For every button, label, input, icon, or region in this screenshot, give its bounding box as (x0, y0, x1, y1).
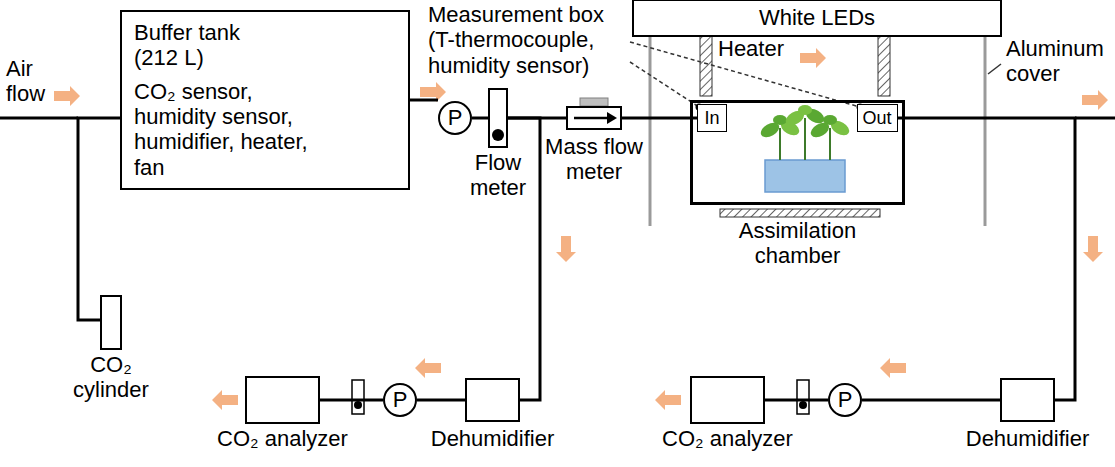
part-label: Dehumidifier (431, 426, 555, 451)
part-label: Dehumidifier (966, 426, 1090, 451)
pipe-connector (472, 117, 488, 120)
flow-arrow (556, 236, 576, 262)
pump: P (383, 383, 417, 417)
flow-arrow (415, 358, 441, 378)
pipe-connector (898, 118, 1076, 400)
heater (700, 34, 712, 96)
measurement-box: In (697, 104, 727, 132)
measurement-box: Out (857, 104, 898, 132)
leaf (798, 105, 812, 115)
flow-meter (352, 380, 364, 414)
pipe-connector (862, 399, 1000, 402)
leaf (773, 115, 787, 125)
pump-outline (439, 102, 471, 134)
flow-meter-ball (492, 129, 504, 141)
mass-flow-arrow (574, 117, 609, 120)
aluminum-cover (649, 34, 652, 226)
flow-arrow (54, 86, 80, 106)
co2-analyzer: CO₂ analyzer (245, 376, 320, 424)
chamber-base (720, 209, 880, 217)
water-basin (765, 160, 845, 192)
heater (878, 34, 890, 96)
pipe-connector (417, 399, 465, 402)
flow-arrow (1083, 236, 1103, 262)
assimilation-chamber: Assimilation chamberInOut (690, 100, 905, 205)
pipe-connector (78, 118, 120, 320)
flow-label: Air flow (6, 56, 56, 107)
pump: P (828, 383, 862, 417)
mass-flow-cap (580, 98, 608, 106)
node-text: CO₂ sensor, humidity sensor, humidifier,… (134, 79, 314, 180)
node-text: P (393, 387, 408, 412)
node-text: Buffer tank (212 L) (134, 20, 264, 71)
dehumidifier: Dehumidifier (1000, 378, 1055, 422)
part-label: CO₂ analyzer (662, 426, 793, 451)
pipe-connector (622, 117, 697, 120)
pipe-connector (765, 399, 828, 402)
part-label: CO₂ analyzer (217, 426, 348, 451)
pump-outline (384, 384, 416, 416)
inlet-pipe (0, 117, 78, 120)
part-label: Flow meter (467, 150, 529, 201)
mass-flow-arrow (607, 112, 617, 124)
node-text: P (448, 105, 463, 130)
flow-meter: Flow meter (488, 88, 508, 148)
part-label: CO₂ cylinder (63, 352, 159, 403)
part-label: Assimilation chamber (732, 218, 864, 269)
flow-meter-ball (799, 401, 807, 409)
pipe-connector (320, 399, 383, 402)
leader-line (988, 64, 1001, 74)
aluminum-cover (984, 34, 987, 226)
co2-analyzer: CO₂ analyzer (690, 376, 765, 424)
flow-arrow (800, 48, 826, 68)
pump: P (438, 101, 472, 135)
dehumidifier: Dehumidifier (465, 378, 520, 422)
flow-arrow (880, 358, 906, 378)
callout-label: Measurement box (T-thermocouple, humidit… (428, 2, 624, 78)
leader-line (630, 62, 699, 107)
part-label: Heater (718, 36, 784, 61)
led-bar: White LEDs (632, 0, 1002, 37)
flow-arrow (212, 390, 238, 410)
node-text: Out (862, 108, 891, 129)
co2-cylinder: CO₂ cylinder (100, 295, 122, 350)
pump-outline (829, 384, 861, 416)
node-text: White LEDs (759, 5, 875, 30)
outlet-pipe (1075, 117, 1115, 120)
mass-flow-meter: Mass flow meter (566, 106, 622, 130)
flow-meter-ball (354, 401, 362, 409)
pipe-connector (410, 99, 438, 102)
leaf (823, 115, 837, 125)
flow-meter (797, 380, 809, 414)
part-label: Aluminum cover (1006, 36, 1110, 87)
node-text: P (838, 387, 853, 412)
part-label: Mass flow meter (542, 134, 646, 185)
node-text: In (704, 108, 719, 129)
flow-arrow (1082, 90, 1108, 110)
flow-arrow (655, 390, 681, 410)
buffer-tank: Buffer tank (212 L) CO₂ sensor, humidity … (120, 10, 410, 190)
